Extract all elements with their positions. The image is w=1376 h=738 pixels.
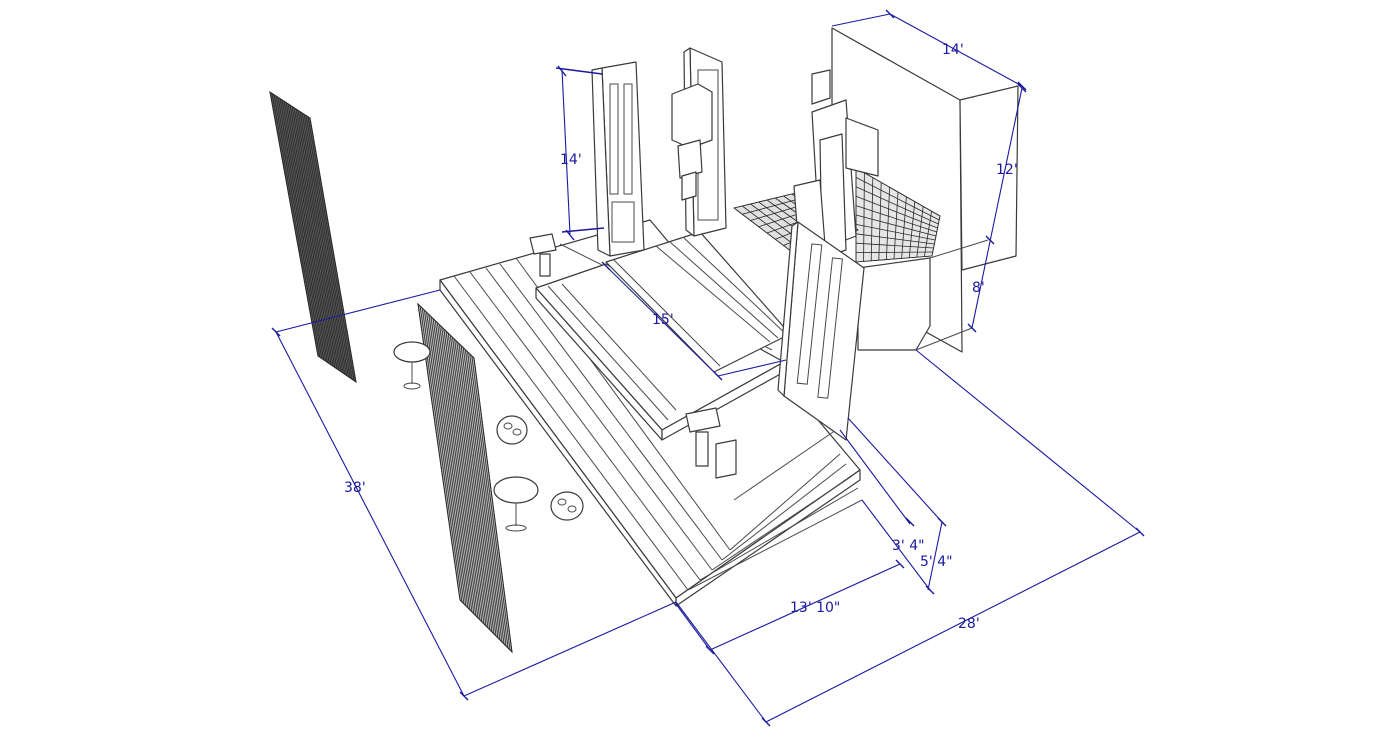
striped-flat-panel: [417, 302, 513, 654]
prop-podium-front: [685, 407, 737, 479]
label-platform-width: 15': [652, 312, 674, 328]
dimension-step-depths: [839, 417, 947, 595]
label-front-step-width: 13' 10": [790, 600, 840, 616]
label-box-width: 14': [942, 42, 964, 58]
prop-podium-back: [529, 233, 557, 277]
prop-plant-1: [496, 415, 528, 445]
door-panel-right-back: [793, 69, 879, 267]
dimension-front-step-width: [675, 559, 905, 655]
back-scrim-panel: [269, 90, 357, 384]
label-box-height-upper: 12': [996, 162, 1018, 178]
prop-round-table-1: [393, 341, 431, 390]
dimension-stage-length: [271, 289, 677, 701]
label-door-height: 14': [560, 152, 582, 168]
door-panel-center: [671, 47, 727, 237]
dimension-door-height: [555, 65, 605, 241]
label-box-height-lower: 8': [972, 280, 985, 296]
dimension-platform-width: [601, 261, 787, 381]
stage-platform: [439, 219, 863, 607]
prop-round-table-2: [493, 476, 539, 532]
prop-plant-2: [550, 491, 584, 521]
dimension-stage-depth: [675, 349, 1145, 727]
door-panel-right-front: [777, 221, 865, 441]
label-step-depth-inner: 3' 4": [892, 538, 925, 554]
back-box-structure: [831, 27, 1019, 353]
door-panel-left: [591, 61, 645, 257]
dimension-box-width: [831, 9, 1027, 91]
label-stage-length: 38': [344, 480, 366, 496]
dimension-box-height: [967, 83, 1027, 333]
label-stage-depth: 28': [958, 616, 980, 632]
label-step-depth-outer: 5' 4": [920, 554, 953, 570]
